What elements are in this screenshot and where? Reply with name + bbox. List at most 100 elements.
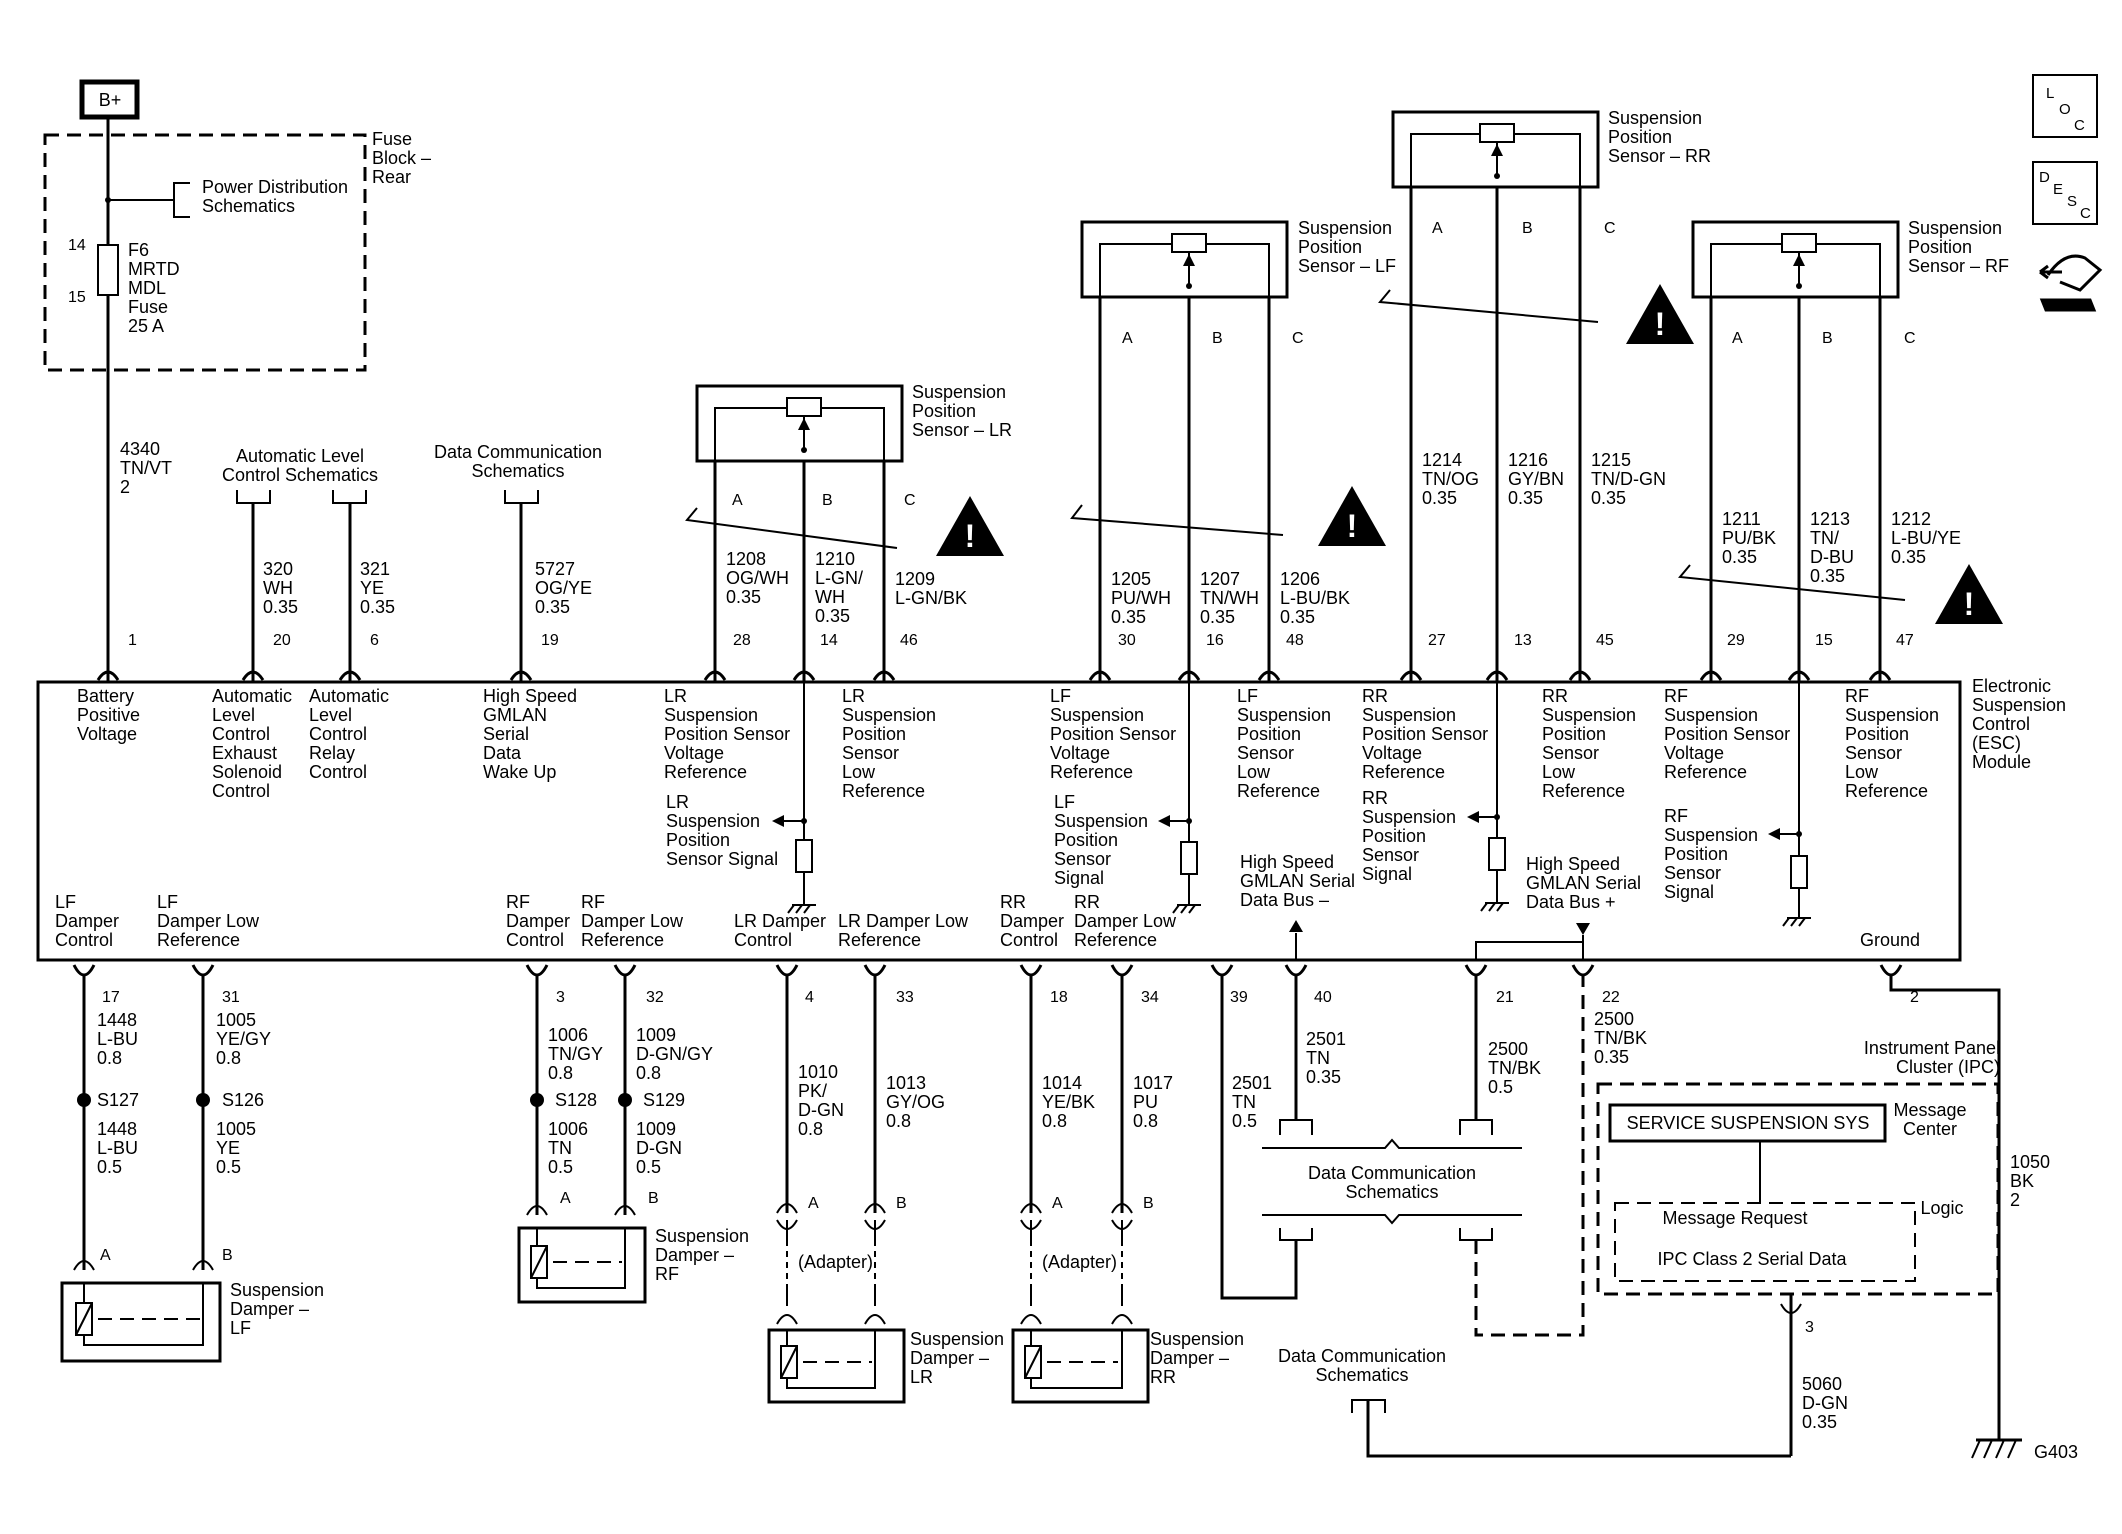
damper-rr: Suspension Damper – RR xyxy=(1011,1328,1244,1404)
data-comm-ref-mid-2[interactable]: Schematics xyxy=(1345,1182,1438,1202)
label-text: 0.35 xyxy=(1306,1067,1341,1087)
fuse-block-title-2: Block – xyxy=(372,148,431,168)
label-text: 0.8 xyxy=(1042,1111,1067,1131)
ipc-message-text: SERVICE SUSPENSION SYS xyxy=(1627,1113,1870,1133)
label-text: 5060 xyxy=(1802,1374,1842,1394)
label-text: Ground xyxy=(1860,930,1920,950)
label-text: Automatic xyxy=(309,686,389,706)
label-text: 46 xyxy=(900,632,918,649)
label-text: LF xyxy=(157,892,178,912)
fuse-rating: 25 A xyxy=(128,316,164,336)
label-text: 1210 xyxy=(815,549,855,569)
label-text: 0.35 xyxy=(1422,488,1457,508)
power-distribution-ref-2[interactable]: Schematics xyxy=(202,196,295,216)
label-text: YE/BK xyxy=(1042,1092,1095,1112)
label-text: Suspension xyxy=(842,705,936,725)
label-text: 3 xyxy=(1805,1319,1814,1336)
label-text: LR Damper Low xyxy=(838,911,969,931)
label-text: 0.35 xyxy=(1280,607,1315,627)
label-text: 0.5 xyxy=(1232,1111,1257,1131)
sensor-rf-label-2: Position xyxy=(1908,237,1972,257)
data-comm-ref-top[interactable]: Data Communication Schematics xyxy=(434,442,602,682)
connector-hand-icon[interactable] xyxy=(2039,254,2103,312)
label-text: A xyxy=(1122,330,1133,347)
label-text: OG/WH xyxy=(726,568,789,588)
label-text: 1215 xyxy=(1591,450,1631,470)
label-text: GY/BN xyxy=(1508,469,1564,489)
data-comm-ref-bottom-1[interactable]: Data Communication xyxy=(1278,1346,1446,1366)
caution-icon: ! xyxy=(1935,564,2003,624)
label-text: Wake Up xyxy=(483,762,556,782)
label-text: B xyxy=(222,1247,233,1264)
label-text: Voltage xyxy=(664,743,724,763)
label-text: RR xyxy=(1074,892,1100,912)
splice-s129-label: S129 xyxy=(643,1090,685,1110)
data-comm-ref-bottom-2[interactable]: Schematics xyxy=(1315,1365,1408,1385)
caution-icon: ! xyxy=(1318,486,1386,546)
ground-circuit: 1050 BK 2 G403 xyxy=(1889,975,2078,1462)
data-comm-ref-mid-1[interactable]: Data Communication xyxy=(1308,1163,1476,1183)
auto-level-ref[interactable]: Automatic Level Control Schematics xyxy=(222,446,378,682)
label-text: 2501 xyxy=(1232,1073,1272,1093)
label-text: ! xyxy=(1347,508,1358,544)
label-text: 2501 xyxy=(1306,1029,1346,1049)
label-text: TN/GY xyxy=(548,1044,603,1064)
label-text: GMLAN xyxy=(483,705,547,725)
label-text: Position xyxy=(842,724,906,744)
label-text: L-BU/BK xyxy=(1280,588,1350,608)
label-text: LF xyxy=(230,1318,251,1338)
data-comm-ref-top-1[interactable]: Data Communication xyxy=(434,442,602,462)
label-text: Reference xyxy=(1074,930,1157,950)
loc-icon[interactable]: L O C xyxy=(2032,74,2098,138)
label-text: 0.35 xyxy=(1810,566,1845,586)
label-text: Damper – xyxy=(230,1299,309,1319)
label-text: Data xyxy=(483,743,522,763)
label-text: 0.35 xyxy=(1802,1412,1837,1432)
auto-level-ref-1[interactable]: Automatic Level xyxy=(236,446,364,466)
label-text: Position xyxy=(1362,826,1426,846)
label-text: Position xyxy=(666,830,730,850)
label-text: D-BU xyxy=(1810,547,1854,567)
label-text: 321 xyxy=(360,559,390,579)
label-text: RF xyxy=(1664,806,1688,826)
label-text: RR xyxy=(1362,788,1388,808)
data-comm-ref-top-2[interactable]: Schematics xyxy=(471,461,564,481)
label-text: Center xyxy=(1903,1119,1957,1139)
label-text: Reference xyxy=(1845,781,1928,801)
label-text: Battery xyxy=(77,686,134,706)
label-text: Reference xyxy=(842,781,925,801)
label-text: 0.35 xyxy=(1111,607,1146,627)
label-text: PU/WH xyxy=(1111,588,1171,608)
esc-module-title: Electronic Suspension Control (ESC) Modu… xyxy=(1972,676,2066,772)
label-text: 29 xyxy=(1727,632,1745,649)
label-text: Voltage xyxy=(1362,743,1422,763)
label-text: 14 xyxy=(820,632,838,649)
splice-s126 xyxy=(196,1093,210,1107)
sensor-rr-label-2: Position xyxy=(1608,127,1672,147)
label-text: Control xyxy=(309,724,367,744)
label-text: Reference xyxy=(581,930,664,950)
label-text: PU xyxy=(1133,1092,1158,1112)
rf-damper-circuit: 1006 TN/GY 0.8 S128 1006 TN 0.5 1009 D-G… xyxy=(526,975,713,1216)
auto-level-ref-2[interactable]: Control Schematics xyxy=(222,465,378,485)
label-text: A xyxy=(560,1190,571,1207)
label-text: LF xyxy=(1054,792,1075,812)
lr-damper-circuit: 1010 PK/ D-GN 0.8 1013 GY/OG 0.8 A B (Ad… xyxy=(776,975,945,1325)
module-top-labels: Battery Positive Voltage Automatic Level… xyxy=(77,686,1939,801)
label-text: B xyxy=(1143,1195,1154,1212)
label-text: TN/BK xyxy=(1488,1058,1541,1078)
gmlan-bus-circuit: Data Communication Schematics 2501 TN 0.… xyxy=(1220,975,1647,1337)
desc-icon[interactable]: D E S C xyxy=(2032,161,2098,225)
damper-lf: Suspension Damper – LF xyxy=(60,1280,324,1363)
label-text: TN/WH xyxy=(1200,588,1259,608)
label-text: 40 xyxy=(1314,989,1332,1006)
label-text: 1013 xyxy=(886,1073,926,1093)
label-text: Cluster (IPC) xyxy=(1896,1057,2000,1077)
fuse-pin-14: 14 xyxy=(68,237,86,254)
label-text: 1211 xyxy=(1722,509,1761,529)
data-comm-ref-bottom[interactable]: Data Communication Schematics xyxy=(1278,1346,1791,1458)
power-distribution-ref-1[interactable]: Power Distribution xyxy=(202,177,348,197)
label-text: LF xyxy=(1050,686,1071,706)
label-text: A xyxy=(808,1195,819,1212)
